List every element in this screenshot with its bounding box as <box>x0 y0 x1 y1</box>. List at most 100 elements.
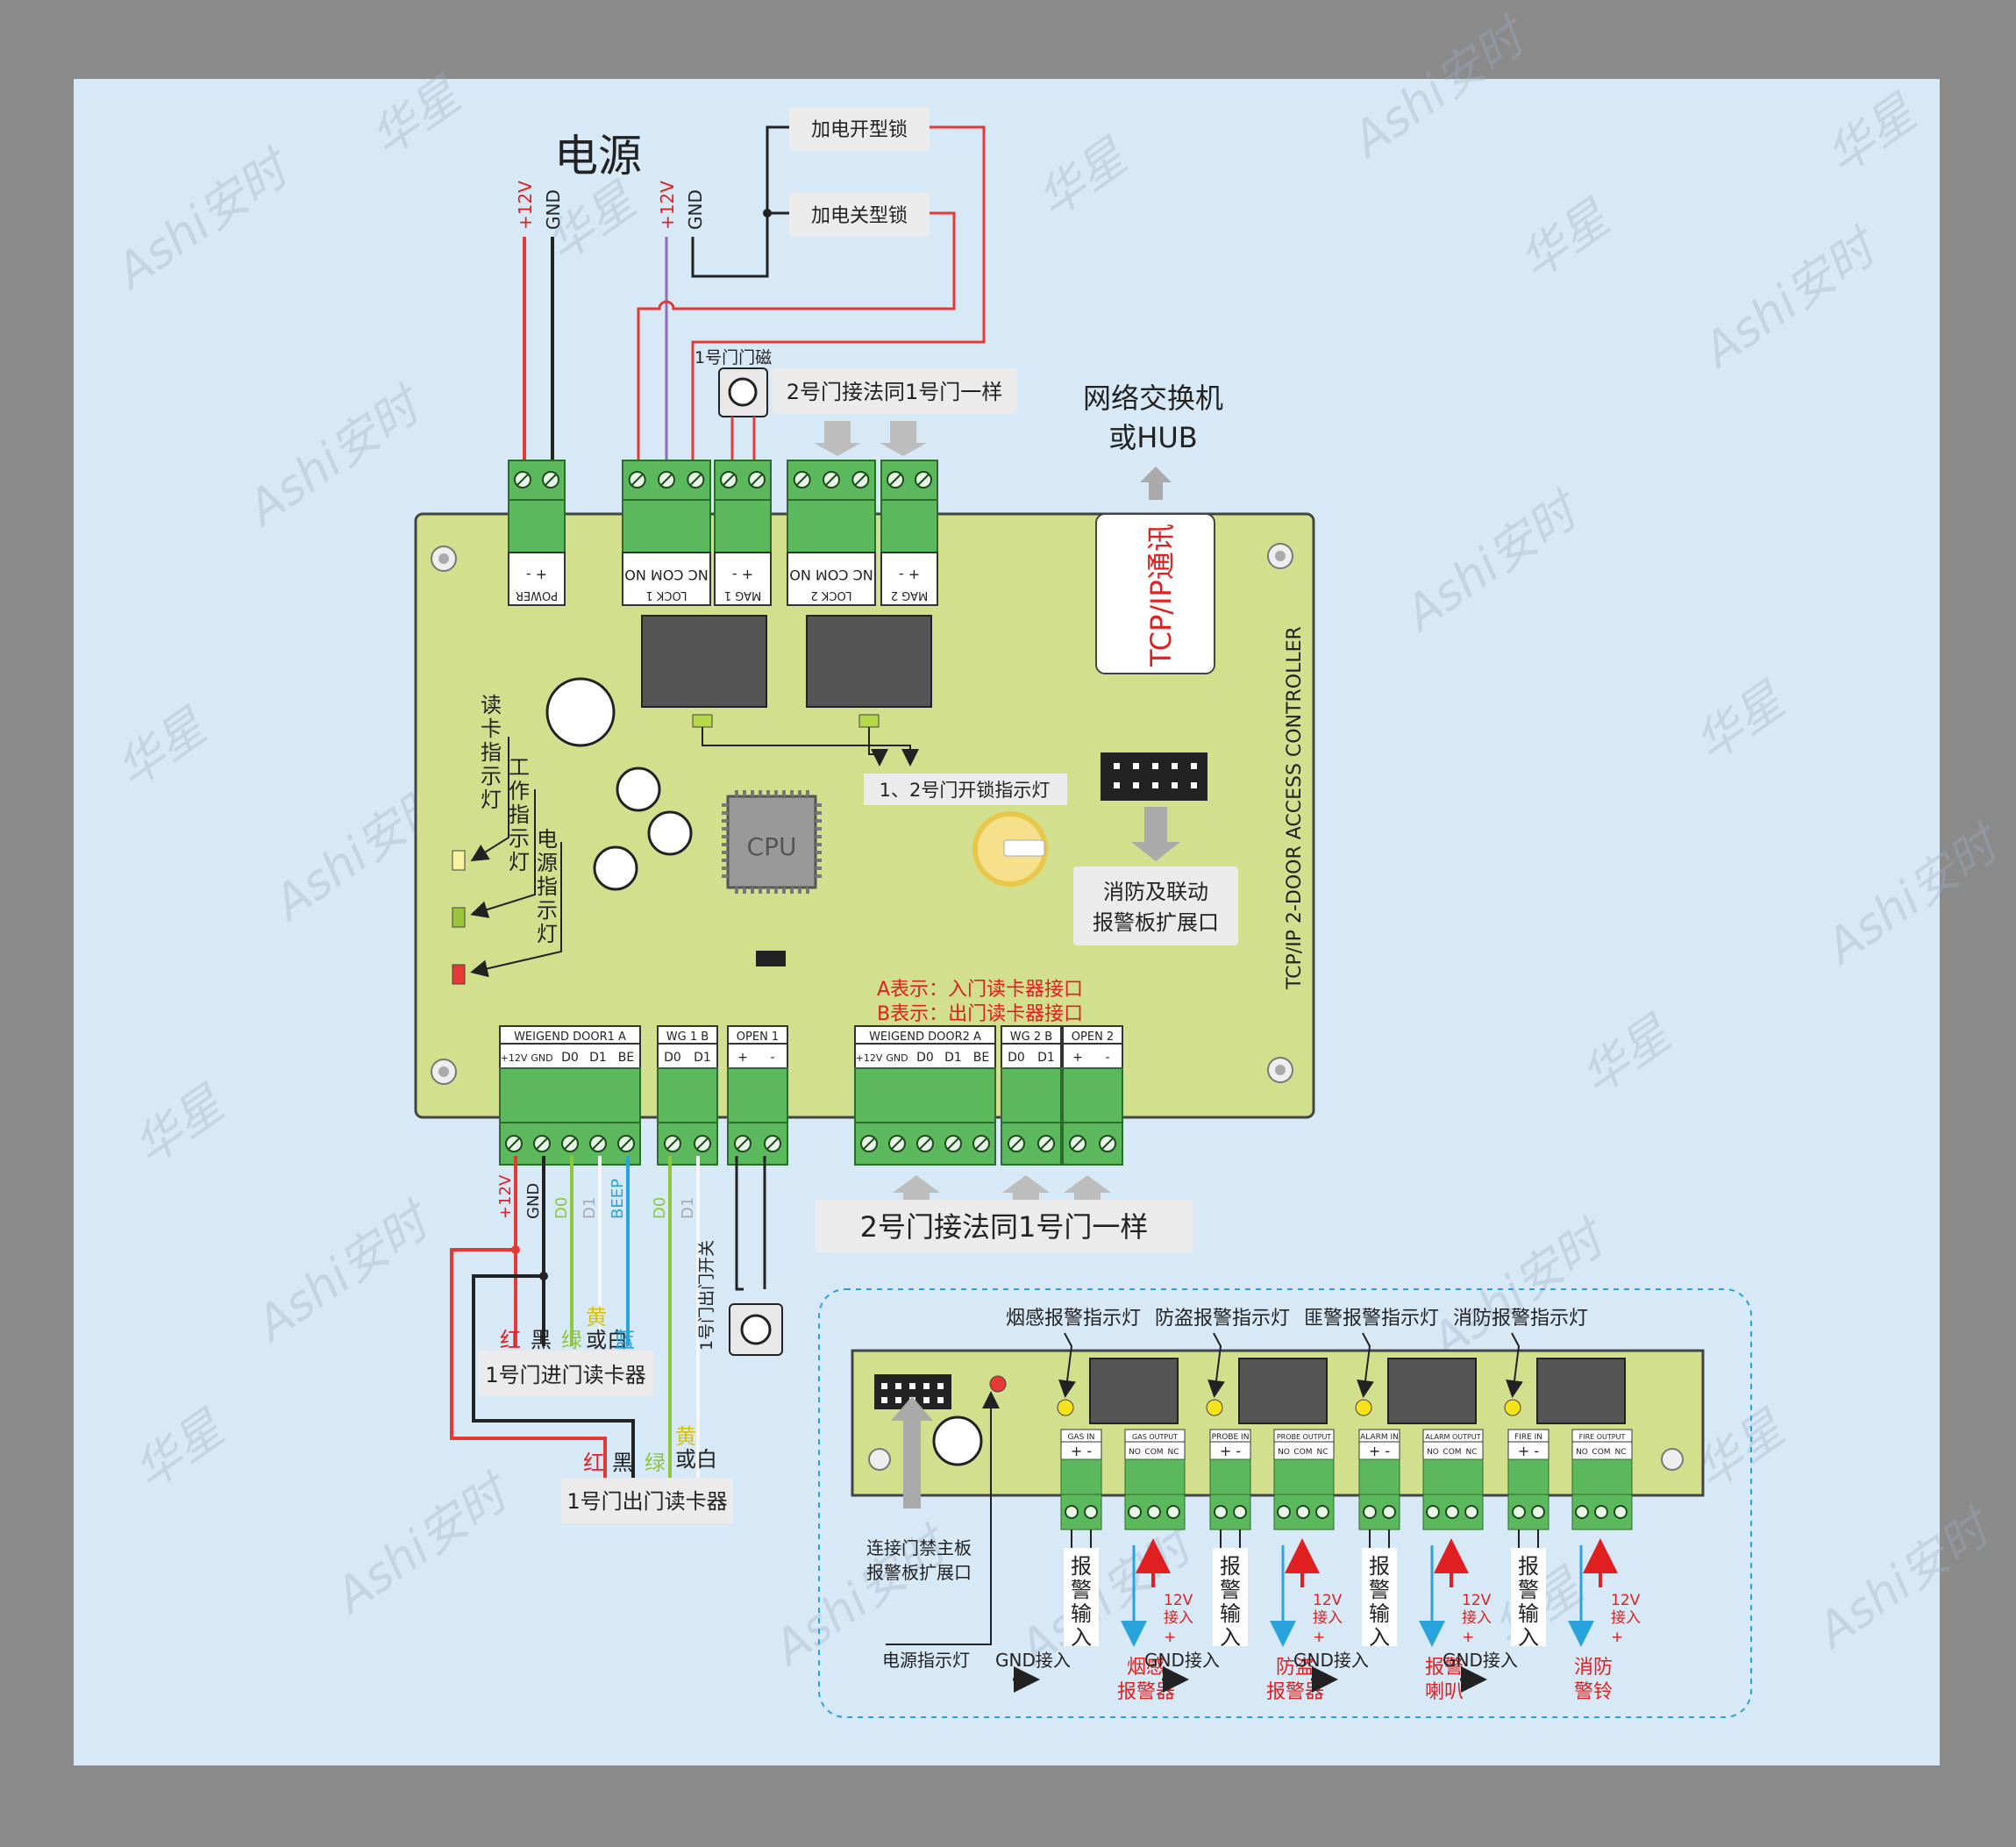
cpu-label: CPU <box>747 832 797 861</box>
cpu-chip <box>726 795 817 889</box>
lock-gnd-label: GND <box>685 189 706 230</box>
bottom-terminal-pin: D0 <box>916 1051 934 1065</box>
lock1-led <box>692 714 713 728</box>
top-terminal-1: + -POWER <box>508 460 566 606</box>
top-terminal-pins: + - <box>526 567 547 583</box>
alarm-input-label: 报 <box>1369 1554 1390 1579</box>
relay-1 <box>641 615 767 708</box>
alarm-in-pins: + - <box>1369 1443 1390 1459</box>
alarm-out-pin: NO <box>1427 1448 1439 1457</box>
bottom-wire-label: GND <box>524 1183 543 1219</box>
alarm-device-label: 警铃 <box>1574 1681 1613 1703</box>
alarm-in-pins: + - <box>1220 1443 1241 1459</box>
led-label-char: 示 <box>481 764 502 788</box>
lock-indicator-label: 1、2号门开锁指示灯 <box>880 780 1051 801</box>
alarm-12v-plus: + <box>1313 1629 1325 1646</box>
lock-close-type-label: 加电关型锁 <box>811 205 908 227</box>
power-led-pointer <box>470 842 562 978</box>
led-label-char: 工 <box>509 755 530 780</box>
lock-open-type-label: 加电开型锁 <box>811 119 908 141</box>
expansion-line2: 报警板扩展口 <box>1093 910 1219 935</box>
alarm-connect-line2: 报警板扩展口 <box>866 1562 972 1583</box>
ab-note-b: B表示：出门读卡器接口 <box>877 1003 1083 1025</box>
mount-holes <box>431 543 1293 1085</box>
alarm-indicator-led <box>1355 1399 1372 1416</box>
alarm-power-led-pointer <box>886 1391 1000 1645</box>
alarm-12v-label: 接入 <box>1164 1609 1193 1627</box>
alarm-out-pin: NC <box>1167 1448 1179 1457</box>
bottom-terminal-pin: - <box>770 1051 774 1065</box>
reader-out-box <box>561 1478 733 1523</box>
bottom-terminal-pin: - <box>1105 1051 1109 1065</box>
alarm-in-body <box>1507 1458 1549 1495</box>
alarm-12v-label: 12V <box>1611 1592 1641 1609</box>
alarm-indicator-pointer <box>1357 1332 1374 1398</box>
bottom-wire-label: D1 <box>581 1197 599 1219</box>
bottom-wire-label: +12V <box>496 1174 515 1219</box>
reader-out-color: 绿 <box>645 1451 666 1475</box>
alarm-power-led-label: 电源指示灯 <box>882 1650 970 1671</box>
alarm-out-pin: COM <box>1443 1448 1461 1457</box>
alarm-input-label: 入 <box>1071 1625 1092 1650</box>
alarm-out-pin: NC <box>1465 1448 1477 1457</box>
top-terminal-pins: NC COM NO <box>624 567 708 583</box>
top-terminal-5: + -MAG 2 <box>880 460 938 606</box>
alarm-input-label: 警 <box>1369 1578 1390 1602</box>
alarm-in-body <box>1209 1458 1251 1495</box>
led-label-char: 作 <box>509 779 530 803</box>
alarm-mount-hole-right <box>1661 1448 1684 1471</box>
alarm-12v-label: 12V <box>1313 1592 1343 1609</box>
power-gnd-label: GND <box>543 189 564 230</box>
alarm-in-name: PROBE IN <box>1212 1433 1250 1442</box>
capacitors <box>545 677 693 891</box>
alarm-indicator-pointer <box>1058 1332 1076 1398</box>
reader-in-color: 蓝 <box>614 1328 635 1352</box>
cpu-pins <box>722 790 822 894</box>
bottom-terminal-name: WEIGEND DOOR1 A <box>514 1030 626 1044</box>
alarm-12v-plus: + <box>1611 1629 1623 1646</box>
alarm-out-pin: COM <box>1144 1448 1163 1457</box>
alarm-indicator-label: 匪警报警指示灯 <box>1304 1308 1439 1330</box>
alarm-12v-label: 接入 <box>1611 1609 1641 1627</box>
battery-clip <box>1003 839 1045 857</box>
lock-v12-label: +12V <box>657 181 678 230</box>
alarm-relay <box>1238 1358 1328 1424</box>
bottom-terminal-pin: BE <box>973 1051 989 1065</box>
door2-bottom-label: 2号门接法同1号门一样 <box>860 1210 1149 1244</box>
alarm-input-box <box>1213 1548 1248 1646</box>
alarm-input-box <box>1511 1548 1546 1646</box>
alarm-12v-label: 12V <box>1164 1592 1193 1609</box>
relay-2 <box>806 615 932 708</box>
alarm-in-pins: + - <box>1518 1443 1539 1459</box>
alarm-out-pin: COM <box>1293 1448 1312 1457</box>
tcpip-label: TCP/IP通讯 <box>1144 524 1178 667</box>
bottom-terminal-pin: D0 <box>664 1051 681 1065</box>
alarm-out-body <box>1273 1458 1335 1495</box>
top-terminal-pins: NC COM NO <box>789 567 873 583</box>
alarm-input-label: 报 <box>1518 1554 1539 1579</box>
reader-out-color: 或白 <box>675 1447 717 1472</box>
reader-in-color: 黄 <box>586 1305 607 1330</box>
lock2-led <box>858 714 880 728</box>
bottom-wire-label: BEEP <box>609 1179 627 1219</box>
bottom-wire-label: D1 <box>679 1197 697 1219</box>
power-led <box>452 964 466 985</box>
lock-indicator-box <box>864 774 1067 805</box>
alarm-out-name: FIRE OUTPUT <box>1579 1433 1626 1441</box>
led-label-char: 灯 <box>509 850 530 874</box>
alarm-out-name: ALARM OUTPUT <box>1425 1433 1480 1441</box>
reader-in-color: 黑 <box>531 1328 552 1352</box>
reader-in-color: 绿 <box>561 1328 582 1352</box>
bottom-terminal-name: OPEN 1 <box>737 1030 779 1044</box>
reader-in-color: 红 <box>500 1328 521 1352</box>
top-terminal-pins: + - <box>899 567 920 583</box>
alarm-indicator-label: 消防报警指示灯 <box>1453 1308 1588 1330</box>
top-terminal-name: MAG 1 <box>724 588 761 602</box>
led-label-char: 读 <box>481 693 502 717</box>
